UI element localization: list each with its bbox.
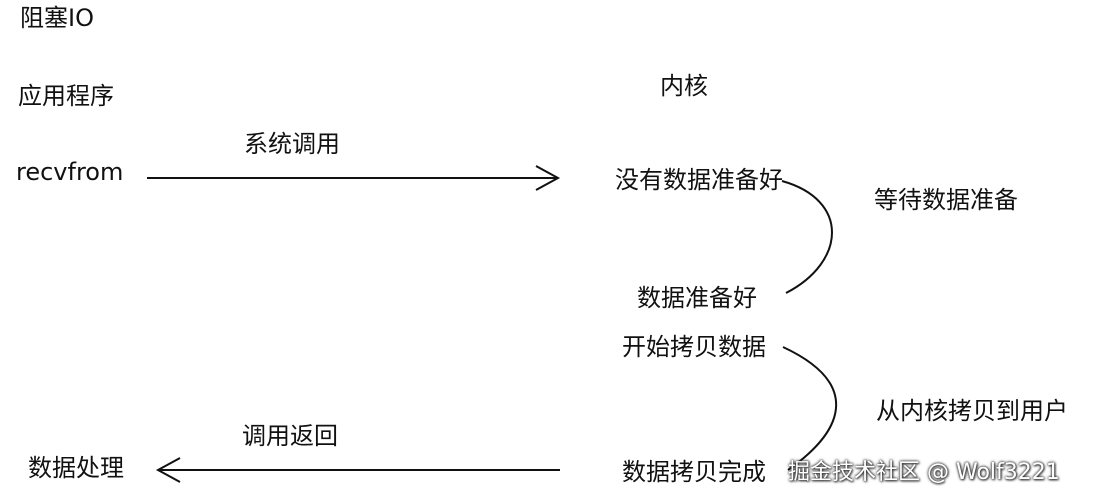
watermark: 掘金技术社区 @ Wolf3221 — [788, 460, 1060, 485]
start-copy-label: 开始拷贝数据 — [622, 333, 766, 361]
copy-complete-label: 数据拷贝完成 — [622, 458, 766, 486]
no-data-ready-label: 没有数据准备好 — [615, 166, 783, 194]
return-arrowhead — [155, 457, 181, 483]
data-ready-label: 数据准备好 — [637, 284, 757, 312]
wait-curve — [781, 180, 833, 294]
syscall-arrowhead — [535, 165, 561, 191]
process-data-label: 数据处理 — [28, 454, 124, 482]
syscall-label: 系统调用 — [244, 130, 340, 158]
wait-for-data-label: 等待数据准备 — [874, 186, 1018, 214]
application-column-label: 应用程序 — [18, 82, 114, 110]
kernel-column-label: 内核 — [660, 72, 708, 100]
diagram-title: 阻塞IO — [20, 4, 94, 32]
recvfrom-label: recvfrom — [16, 158, 124, 186]
call-return-label: 调用返回 — [242, 422, 338, 450]
copy-to-user-label: 从内核拷贝到用户 — [876, 397, 1068, 425]
copy-curve — [782, 346, 838, 471]
